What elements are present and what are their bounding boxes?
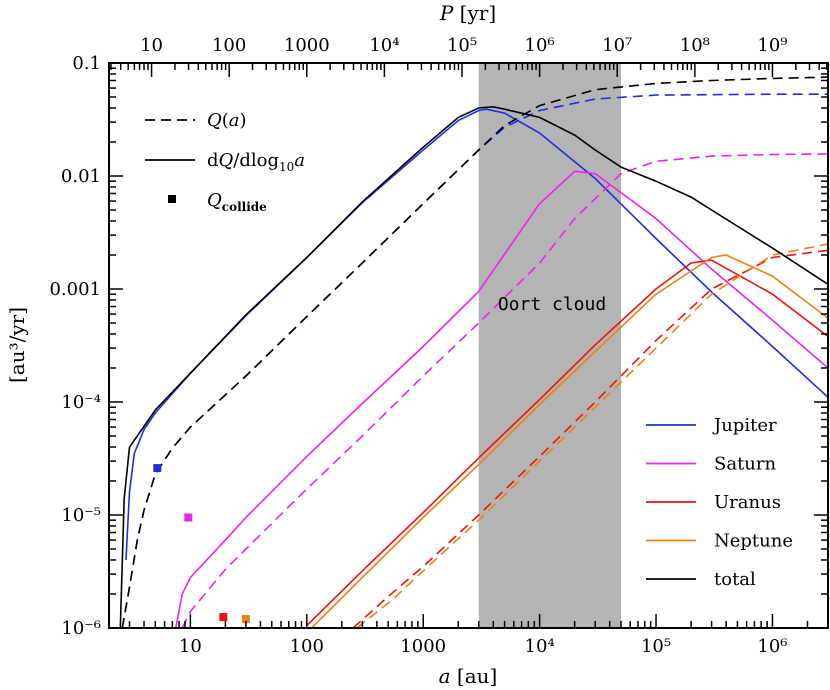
oort-cloud-label: Oort cloud: [498, 294, 606, 315]
legend-neptune-label: Neptune: [714, 531, 793, 552]
total-dq-curve: [119, 105, 828, 628]
x-axis-title: a [au]: [439, 664, 498, 688]
y-tick-label: 10⁻⁴: [61, 392, 101, 413]
legend-total-label: total: [714, 569, 756, 590]
y-tick-label: 10⁻⁵: [61, 505, 101, 526]
top-tick-label: 10⁸: [680, 35, 710, 56]
x-tick-label: 10⁵: [641, 636, 671, 657]
top-tick-label: 10⁴: [369, 35, 399, 56]
y-tick-label: 0.001: [49, 279, 101, 300]
x-tick-label: 10: [179, 636, 202, 657]
top-tick-label: 100: [212, 35, 246, 56]
top-tick-label: 10⁶: [525, 35, 555, 56]
legend-jupiter-label: Jupiter: [712, 415, 777, 436]
jupiter-collide-marker: [153, 464, 162, 473]
neptune-collide-marker: [241, 615, 250, 624]
plot-frame: [108, 62, 829, 629]
y-tick-label: 0.1: [72, 53, 101, 74]
svg-text:a [au]: a [au]: [439, 664, 498, 688]
legend-dq-label: dQ/dlog10a: [207, 150, 305, 174]
uranus-collide-marker: [219, 613, 228, 622]
saturn-collide-marker: [184, 513, 193, 522]
svg-text:Q(a): Q(a): [207, 110, 247, 131]
oort-cloud-region: [478, 63, 621, 628]
x-tick-label: 1000: [400, 636, 446, 657]
y-tick-label: 10⁻⁶: [61, 618, 101, 639]
y-axis-title: [au³/yr]: [5, 307, 29, 383]
top-tick-label: 10⁹: [757, 35, 787, 56]
saturn-q-curve: [181, 153, 828, 628]
svg-text:Qcollide: Qcollide: [207, 190, 267, 214]
legend-q-label: Q(a): [207, 110, 247, 131]
saturn-dq-curve: [175, 170, 828, 628]
svg-text:dQ/dlog10a: dQ/dlog10a: [207, 150, 305, 174]
svg-text:P [yr]: P [yr]: [439, 1, 496, 25]
top-tick-label: 1000: [284, 35, 330, 56]
x-tick-label: 10⁴: [525, 636, 555, 657]
neptune-q-curve: [356, 243, 828, 628]
legend-collide-label: Qcollide: [207, 190, 267, 214]
top-tick-label: 10: [140, 35, 163, 56]
x-tick-label: 100: [290, 636, 324, 657]
y-tick-label: 0.01: [61, 166, 101, 187]
style-legend: Q(a) dQ/dlog10a Qcollide: [145, 110, 305, 214]
legend-uranus-label: Uranus: [714, 492, 781, 513]
uranus-q-curve: [352, 249, 828, 628]
legend-saturn-label: Saturn: [714, 454, 776, 475]
legend-collide-marker: [168, 195, 176, 203]
top-tick-label: 10⁵: [447, 35, 477, 56]
top-tick-label: 10⁷: [602, 35, 632, 56]
x-tick-label: 10⁶: [757, 636, 787, 657]
neptune-dq-curve: [311, 254, 828, 628]
top-axis-title: P [yr]: [439, 1, 496, 25]
jupiter-dq-curve: [125, 108, 828, 561]
total-q-curve: [121, 76, 828, 628]
uranus-dq-curve: [306, 259, 828, 627]
